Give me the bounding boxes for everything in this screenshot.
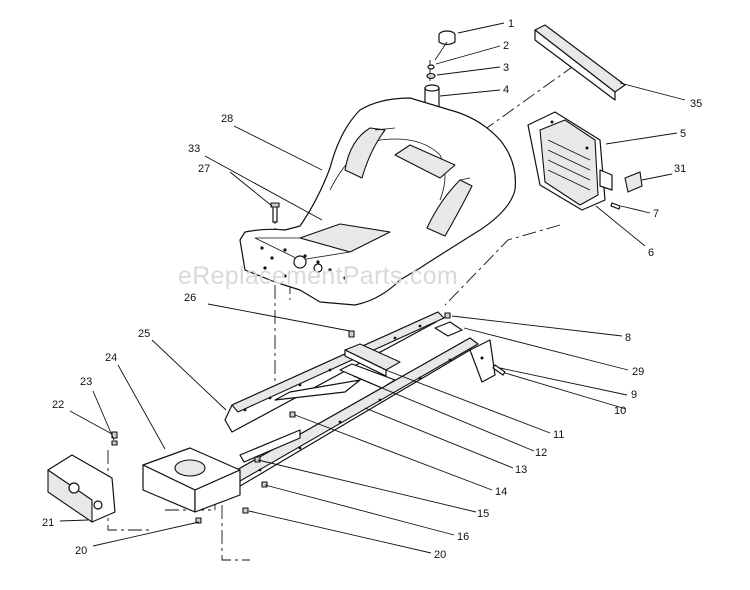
callout-13: 13 — [515, 464, 527, 476]
callout-26: 26 — [184, 292, 196, 304]
callout-29: 29 — [632, 366, 644, 378]
callout-15: 15 — [477, 508, 489, 520]
callout-33: 33 — [188, 143, 200, 155]
callout-35: 35 — [690, 98, 702, 110]
seat-bracket-part-5 — [527, 111, 613, 211]
callout-9: 9 — [631, 389, 637, 401]
callout-3: 3 — [503, 62, 509, 74]
watermark-text: eReplacementParts.com — [178, 262, 458, 290]
callout-numbers: 1 2 3 4 5 6 7 8 9 10 11 12 13 14 15 16 2… — [42, 18, 702, 561]
callout-4: 4 — [503, 84, 509, 96]
callout-8: 8 — [625, 332, 631, 344]
callout-2: 2 — [503, 40, 509, 52]
callout-1: 1 — [508, 18, 514, 30]
frame-rail-part-14 — [194, 337, 479, 506]
fasteners — [111, 312, 451, 524]
bolt-part-27 — [270, 202, 280, 223]
callout-16: 16 — [457, 531, 469, 543]
callout-21: 21 — [42, 517, 54, 529]
callout-10: 10 — [614, 405, 626, 417]
callout-22: 22 — [52, 399, 64, 411]
callout-24: 24 — [105, 352, 117, 364]
callout-14: 14 — [495, 486, 507, 498]
leader-lines — [59, 22, 686, 554]
plate-part-24 — [142, 447, 241, 513]
rail-part-35 — [534, 24, 626, 101]
floor-plate-part-33 — [254, 223, 391, 280]
callout-20-left: 20 — [75, 545, 87, 557]
callout-25: 25 — [138, 328, 150, 340]
bracket-part-29 — [434, 321, 463, 337]
callout-5: 5 — [680, 128, 686, 140]
bracket-part-21 — [47, 454, 116, 523]
callout-11: 11 — [553, 429, 564, 441]
callout-7: 7 — [653, 208, 659, 220]
tunnel-cover-part-28 — [239, 97, 517, 306]
callout-31: 31 — [674, 163, 686, 175]
callout-23: 23 — [80, 376, 92, 388]
callout-6: 6 — [648, 247, 654, 259]
screw-part-7 — [610, 202, 621, 210]
frame-rail-part-25 — [224, 311, 445, 433]
callout-28: 28 — [221, 113, 233, 125]
decal-part-31 — [624, 171, 643, 193]
bracket-part-9 — [469, 339, 496, 383]
hardware-stack-1-4 — [424, 30, 456, 113]
screw-part-10 — [492, 364, 506, 376]
callout-27: 27 — [198, 163, 210, 175]
channel-part-13 — [274, 379, 361, 401]
cross-member-part-12 — [339, 343, 401, 389]
callout-20-right: 20 — [434, 549, 446, 561]
callout-12: 12 — [535, 447, 547, 459]
